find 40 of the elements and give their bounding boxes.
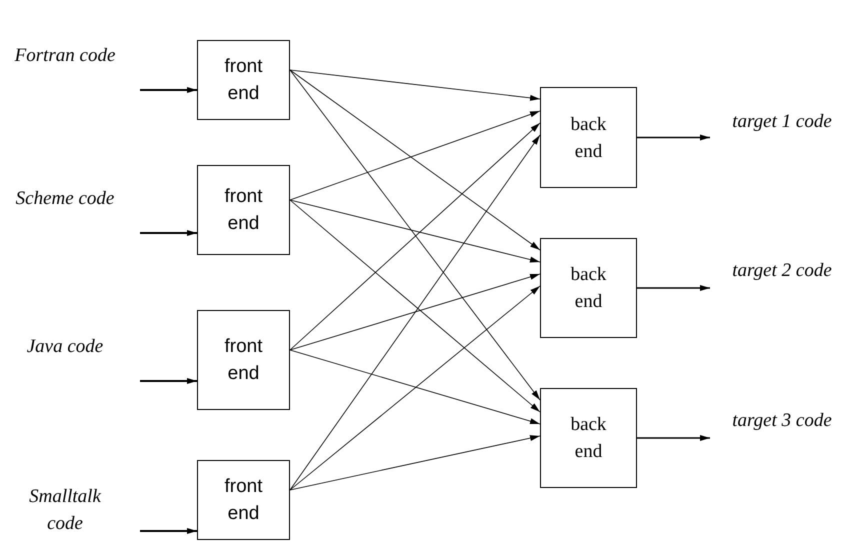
arrow: [637, 134, 710, 140]
arrow: [290, 200, 540, 412]
code-label: target 2 code: [731, 259, 833, 283]
arrow: [290, 274, 540, 350]
code-label: Java code: [26, 335, 104, 359]
box-label: front end: [223, 335, 264, 386]
box-label: front end: [223, 55, 264, 106]
box-label: front end: [223, 475, 264, 526]
front-end-box: [197, 40, 290, 120]
code-label: Fortran code: [14, 44, 116, 68]
code-label: target 3 code: [731, 409, 833, 433]
code-label: target 1 code: [731, 110, 833, 134]
arrow: [290, 70, 540, 250]
code-label: Scheme code: [14, 187, 116, 211]
box-label: back end: [570, 413, 608, 464]
arrow: [290, 200, 540, 262]
front-end-box: [197, 310, 290, 410]
arrow: [290, 110, 540, 200]
arrow: [637, 285, 710, 291]
arrow: [290, 286, 540, 490]
front-end-box: [197, 460, 290, 540]
arrow: [290, 435, 540, 490]
arrow: [290, 70, 540, 101]
front-end-box: [197, 165, 290, 255]
box-label: back end: [570, 112, 608, 164]
arrow: [290, 122, 540, 350]
arrow: [290, 134, 540, 490]
arrow: [637, 435, 710, 441]
arrow: [290, 350, 540, 424]
arrow: [290, 70, 540, 400]
arrow: [140, 87, 197, 93]
back-end-box: [540, 388, 637, 488]
code-label: Smalltalk code: [28, 485, 102, 536]
box-label: front end: [223, 185, 264, 236]
back-end-box: [540, 238, 637, 338]
back-end-box: [540, 87, 637, 188]
arrow: [140, 378, 197, 384]
arrow: [140, 528, 197, 534]
arrow: [140, 230, 197, 236]
box-label: back end: [570, 263, 608, 314]
